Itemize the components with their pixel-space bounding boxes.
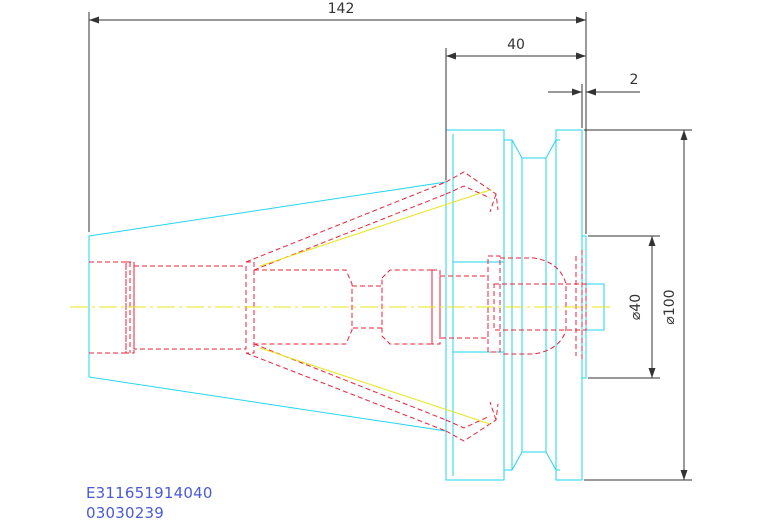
dim-2: 2 [630,72,639,88]
dim-d40: ⌀40 [628,294,644,320]
dim-142: 142 [328,1,355,17]
flange-body [445,129,505,481]
center-lines [70,189,612,425]
flange-face [555,129,583,481]
drawing-number: 03030239 [86,504,164,522]
tool-holder-outline [88,129,605,481]
part-code: E311651914040 [86,484,213,502]
dim-40: 40 [507,37,525,53]
dimensions [88,12,692,481]
dim-d100: ⌀100 [662,289,678,324]
v-groove [504,139,560,159]
